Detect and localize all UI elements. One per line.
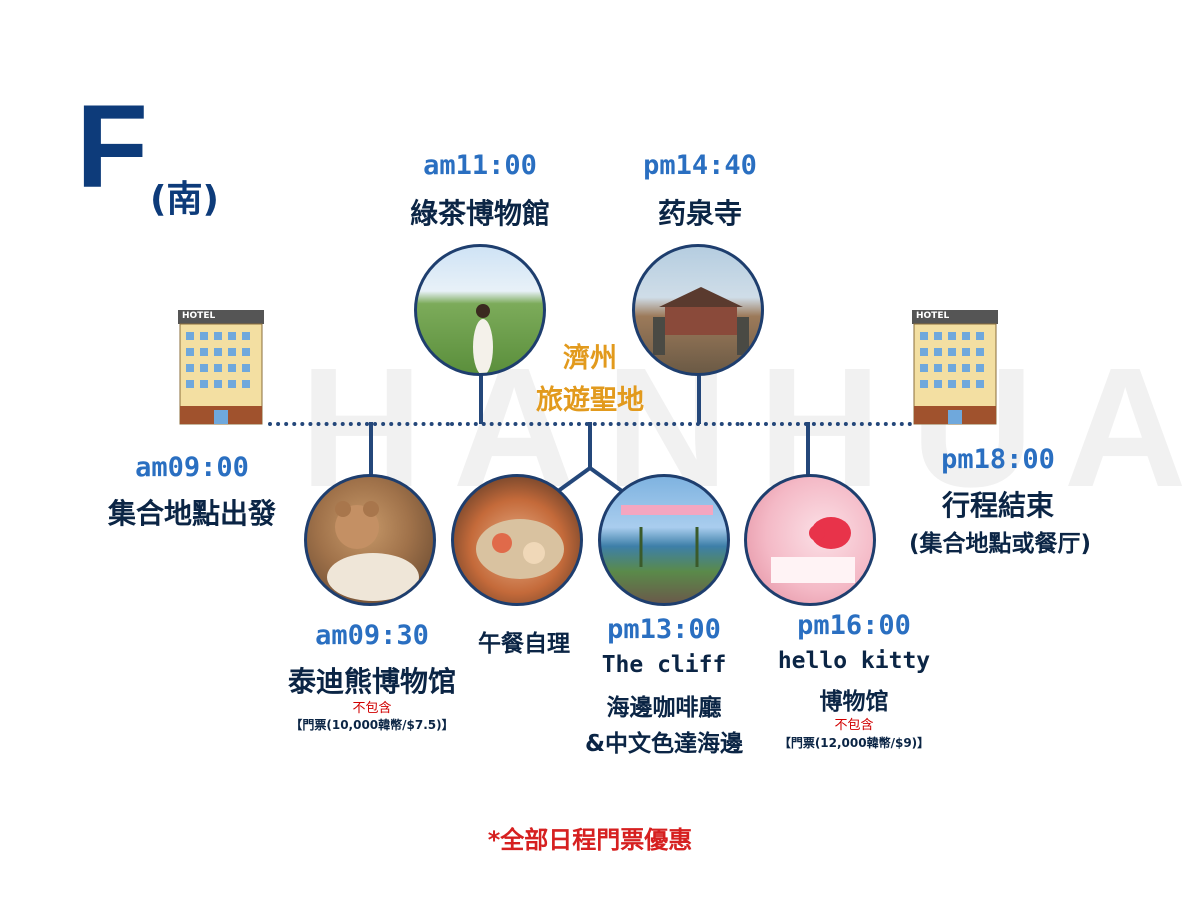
cliff-name-line3: &中文色達海邊	[584, 731, 744, 757]
center-label-line1: 濟州	[563, 343, 617, 374]
green-tea-name: 綠茶博物館	[409, 197, 550, 230]
green-tea-photo	[414, 244, 546, 376]
green-tea-time: am11:00	[423, 150, 537, 181]
cliff-name-line1: The cliff	[601, 652, 727, 678]
route-letter: F	[76, 81, 149, 213]
temple-photo	[632, 244, 764, 376]
stem-kitty	[806, 422, 810, 478]
end-name: 行程結束	[941, 489, 1054, 522]
timeline-dotted-right	[740, 422, 912, 426]
hotel-sign-text: HOTEL	[182, 311, 216, 321]
temple-name: 药泉寺	[657, 197, 742, 230]
teddy-time: am09:30	[315, 620, 429, 651]
lunch-name: 午餐自理	[478, 631, 570, 657]
start-name: 集合地點出發	[107, 497, 276, 530]
hotel-sign-text: HOTEL	[916, 311, 950, 321]
center-label-line2: 旅遊聖地	[536, 385, 644, 416]
cliff-time: pm13:00	[607, 614, 721, 645]
kitty-name-line1: hello kitty	[777, 648, 931, 674]
stem-teddy	[369, 422, 373, 478]
lunch-seafood-photo	[451, 474, 583, 606]
kitty-note: 不包含	[834, 718, 874, 733]
route-region: (南)	[150, 179, 219, 220]
hotel-start-icon: HOTEL	[178, 310, 264, 428]
teddy-bear-photo	[304, 474, 436, 606]
stem-center	[588, 422, 592, 470]
stem-green-tea	[479, 372, 483, 424]
hotel-end-icon: HOTEL	[912, 310, 998, 428]
timeline-dotted-left	[268, 422, 450, 426]
teddy-name: 泰迪熊博物馆	[287, 665, 456, 698]
kitty-ticket: 【門票(12,000韓幣/$9)】	[778, 736, 930, 750]
temple-time: pm14:40	[643, 150, 757, 181]
cliff-cafe-photo	[598, 474, 730, 606]
end-sub: (集合地點或餐厅)	[908, 531, 1092, 557]
kitty-name-line2: 博物馆	[819, 689, 889, 715]
stem-temple	[697, 372, 701, 424]
cliff-name-line2: 海邊咖啡廳	[606, 695, 722, 721]
end-time: pm18:00	[941, 444, 1055, 475]
hello-kitty-photo	[744, 474, 876, 606]
start-time: am09:00	[135, 452, 249, 483]
timeline-dotted-mid	[450, 422, 740, 426]
teddy-note: 不包含	[352, 701, 392, 716]
teddy-ticket: 【門票(10,000韓幣/$7.5)】	[290, 718, 454, 732]
footer-note: *全部日程門票優惠	[487, 826, 693, 854]
kitty-time: pm16:00	[797, 610, 911, 641]
